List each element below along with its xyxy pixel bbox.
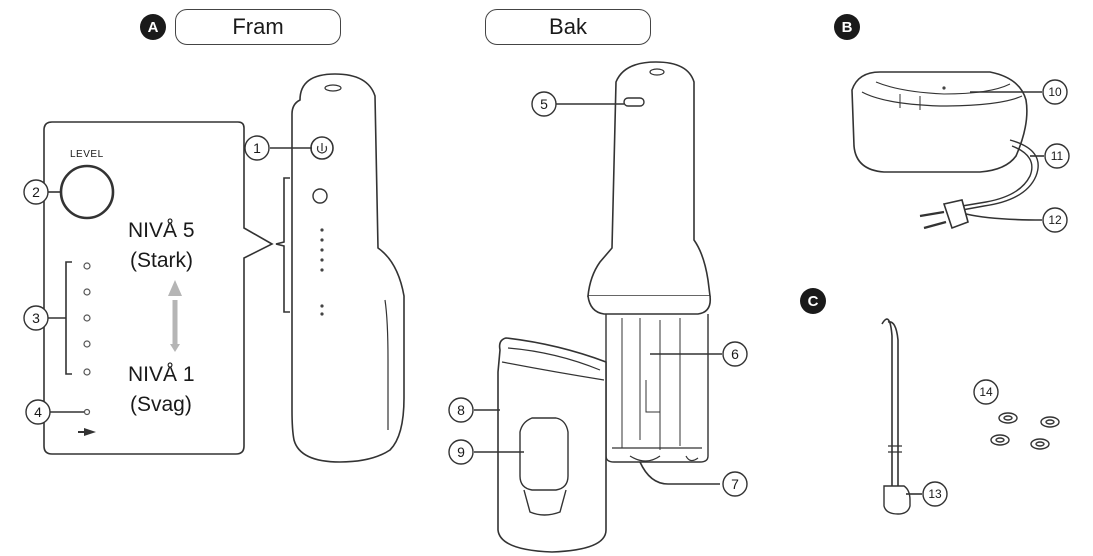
callout-8: 8 bbox=[457, 402, 465, 418]
callout-6: 6 bbox=[731, 346, 739, 362]
front-level-button bbox=[312, 188, 328, 204]
tank-cup-rim bbox=[501, 347, 605, 381]
power-symbol bbox=[316, 143, 328, 154]
callout-11: 11 bbox=[1050, 149, 1064, 163]
nozzle bbox=[881, 318, 899, 486]
battery-indicator-dot bbox=[83, 408, 91, 416]
front-level-dots bbox=[320, 228, 324, 316]
water-outlet bbox=[623, 97, 645, 107]
callout-12: 12 bbox=[1048, 213, 1062, 227]
front-unit-body bbox=[291, 73, 405, 463]
front-unit-top bbox=[324, 84, 342, 92]
section-b-badge: B bbox=[834, 14, 860, 40]
callout-5: 5 bbox=[540, 96, 548, 112]
callout-13: 13 bbox=[928, 487, 942, 501]
level-text: LEVEL bbox=[70, 149, 104, 160]
tank-base bbox=[612, 447, 702, 462]
back-unit-body bbox=[587, 61, 711, 297]
charger-cable bbox=[961, 139, 1039, 211]
charger-dot bbox=[942, 86, 946, 90]
charger-rim bbox=[861, 91, 1023, 107]
tank-cup bbox=[497, 337, 607, 553]
back-label: Bak bbox=[485, 9, 651, 45]
plug-pins bbox=[919, 210, 947, 230]
callout-2: 2 bbox=[32, 184, 40, 200]
back-collar bbox=[587, 295, 712, 315]
level-arrow-head-up bbox=[168, 280, 182, 296]
callout-3: 3 bbox=[32, 310, 40, 326]
callout-14: 14 bbox=[979, 385, 993, 399]
nozzle-tip bbox=[883, 485, 911, 515]
leader-12 bbox=[965, 213, 1043, 221]
leader-7 bbox=[639, 461, 720, 485]
callout-9: 9 bbox=[457, 444, 465, 460]
front-label: Fram bbox=[175, 9, 341, 45]
level1-desc: (Svag) bbox=[130, 393, 192, 416]
lid-outline bbox=[519, 417, 569, 491]
plug bbox=[942, 199, 969, 230]
section-c-badge: C bbox=[800, 288, 826, 314]
detail-panel bbox=[43, 121, 274, 455]
callout-10: 10 bbox=[1048, 85, 1062, 99]
level1-label: NIVÅ 1 bbox=[128, 363, 195, 386]
back-unit-top bbox=[649, 68, 665, 76]
callout-1: 1 bbox=[253, 140, 261, 156]
callout-7: 7 bbox=[731, 476, 739, 492]
level5-label: NIVÅ 5 bbox=[128, 219, 195, 242]
lid-tab bbox=[523, 489, 567, 516]
charger-well bbox=[875, 81, 1011, 110]
level5-desc: (Stark) bbox=[130, 249, 193, 272]
callout-circles bbox=[23, 79, 1070, 507]
charger-base bbox=[851, 71, 1028, 173]
nozzle-ring bbox=[888, 445, 902, 453]
charge-icon bbox=[84, 428, 96, 436]
tank-outline bbox=[605, 314, 709, 463]
section-a-badge: A bbox=[140, 14, 166, 40]
level-arrow-head-down bbox=[170, 344, 180, 352]
level-dots bbox=[83, 262, 91, 376]
callout-4: 4 bbox=[34, 404, 42, 420]
spare-caps bbox=[990, 412, 1060, 450]
tank-lines bbox=[621, 318, 681, 450]
front-brace bbox=[275, 177, 290, 313]
front-unit-inner-line bbox=[384, 299, 389, 430]
